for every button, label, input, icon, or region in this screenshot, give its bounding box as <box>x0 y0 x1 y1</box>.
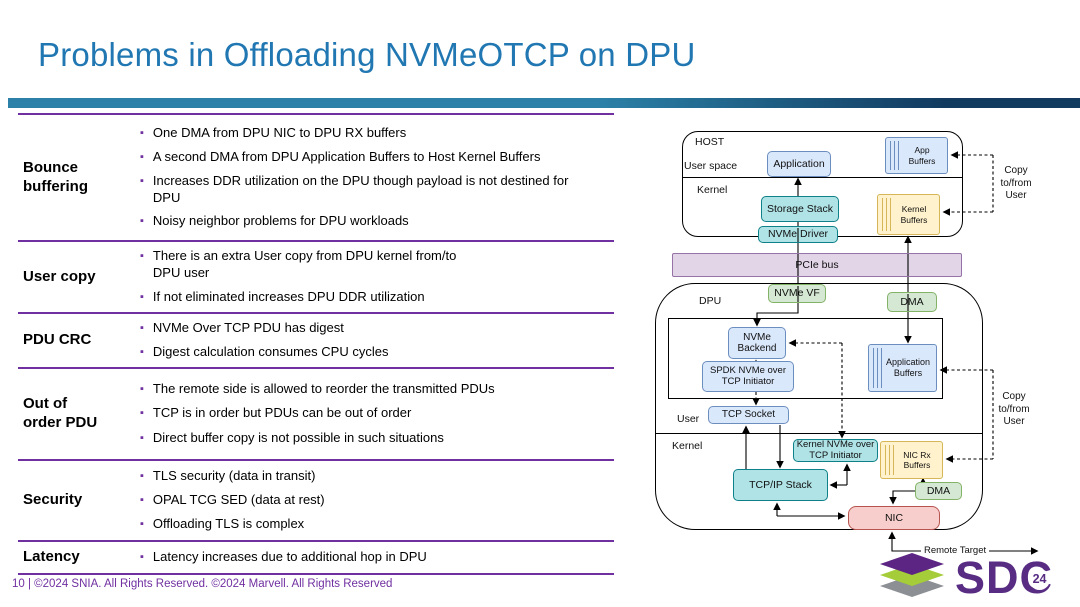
table-row: PDU CRC NVMe Over TCP PDU has digest Dig… <box>18 312 614 367</box>
host-label: HOST <box>695 136 725 148</box>
row-label: PDU CRC <box>23 331 92 349</box>
dpu-user-label: User <box>677 413 700 425</box>
logo-layer-purple <box>880 553 944 575</box>
pcie-bus-bar: PCIe bus <box>672 253 962 277</box>
architecture-diagram: HOST User space Kernel Application App B… <box>655 125 1080 605</box>
bullet-item: OPAL TCG SED (data at rest) <box>140 492 608 509</box>
dpu-user-kernel-divider <box>656 433 983 434</box>
footer-text: 10 | ©2024 SNIA. All Rights Reserved. ©2… <box>12 578 393 590</box>
bullet-list: The remote side is allowed to reorder th… <box>140 369 614 459</box>
bullet-list: NVMe Over TCP PDU has digest Digest calc… <box>140 314 614 367</box>
logo-layers-icon <box>876 553 948 601</box>
dma-bottom-box: DMA <box>915 482 962 500</box>
kernel-buffers-icon: Kernel Buffers <box>877 194 940 235</box>
tcp-socket-box: TCP Socket <box>708 406 789 424</box>
dpu-kernel-label: Kernel <box>672 440 703 452</box>
row-label: Out of order PDU <box>23 395 98 431</box>
copy-user-note-top: Copy to/from User <box>1000 165 1032 201</box>
copy-user-note-bottom: Copy to/from User <box>998 391 1030 427</box>
storage-stack-box: Storage Stack <box>761 196 839 222</box>
bullet-item: TCP is in order but PDUs can be out of o… <box>140 405 608 422</box>
table-row: Security TLS security (data in transit) … <box>18 459 614 540</box>
application-box: Application <box>767 151 831 177</box>
bullet-item: Latency increases due to additional hop … <box>140 549 608 566</box>
bullet-list: Latency increases due to additional hop … <box>140 542 614 573</box>
kernel-initiator-box: Kernel NVMe over TCP Initiator <box>793 439 878 462</box>
table-row: User copy There is an extra User copy fr… <box>18 240 614 312</box>
application-buffers-icon: Application Buffers <box>868 344 937 392</box>
nic-rx-buffers-icon: NIC Rx Buffers <box>880 441 943 479</box>
host-kernel-label: Kernel <box>697 184 728 196</box>
bullet-item: One DMA from DPU NIC to DPU RX buffers <box>140 125 608 142</box>
row-label: Latency <box>23 548 80 566</box>
bullet-item: A second DMA from DPU Application Buffer… <box>140 149 608 166</box>
host-user-kernel-divider <box>683 177 962 178</box>
dpu-label: DPU <box>699 295 722 307</box>
bullet-item: If not eliminated increases DPU DDR util… <box>140 289 608 306</box>
title-underline-bar <box>8 98 1080 108</box>
nvme-backend-box: NVMe Backend <box>728 327 786 359</box>
bullet-item: There is an extra User copy from DPU ker… <box>140 248 608 282</box>
logo-year-badge: 24 <box>1029 568 1051 590</box>
remote-target-label: Remote Target <box>921 545 990 556</box>
bullet-item: Offloading TLS is complex <box>140 516 608 533</box>
bullet-item: Increases DDR utilization on the DPU tho… <box>140 173 608 207</box>
nic-box: NIC <box>848 506 940 530</box>
table-row: Latency Latency increases due to additio… <box>18 540 614 573</box>
user-space-label: User space <box>684 160 738 172</box>
sdc-logo: SDC 24 <box>876 552 1053 602</box>
bullet-item: Digest calculation consumes CPU cycles <box>140 344 608 361</box>
app-buffers-icon: App Buffers <box>885 137 948 174</box>
row-label: Bounce buffering <box>23 158 88 195</box>
tcpip-stack-box: TCP/IP Stack <box>733 469 828 501</box>
table-row: Out of order PDU The remote side is allo… <box>18 367 614 459</box>
dma-top-box: DMA <box>887 292 937 312</box>
bullet-item: The remote side is allowed to reorder th… <box>140 381 608 398</box>
bullet-item: NVMe Over TCP PDU has digest <box>140 320 608 337</box>
bullet-item: Direct buffer copy is not possible in su… <box>140 430 608 447</box>
bullet-list: There is an extra User copy from DPU ker… <box>140 242 614 312</box>
bullet-list: One DMA from DPU NIC to DPU RX buffers A… <box>140 115 614 240</box>
slide-title: Problems in Offloading NVMeOTCP on DPU <box>38 36 696 73</box>
logo-text: SDC 24 <box>955 555 1053 600</box>
row-label: Security <box>23 491 83 509</box>
dpu-user-box <box>668 318 943 399</box>
bullet-item: Noisy neighbor problems for DPU workload… <box>140 213 608 230</box>
table-row: Bounce buffering One DMA from DPU NIC to… <box>18 113 614 240</box>
bullet-list: TLS security (data in transit) OPAL TCG … <box>140 461 614 540</box>
row-label: User copy <box>23 267 96 285</box>
nvme-driver-box: NVMe Driver <box>758 226 838 243</box>
spdk-initiator-box: SPDK NVMe over TCP Initiator <box>702 361 794 392</box>
nvme-vf-box: NVMe VF <box>768 284 826 303</box>
bullet-item: TLS security (data in transit) <box>140 468 608 485</box>
problems-table: Bounce buffering One DMA from DPU NIC to… <box>18 113 614 575</box>
